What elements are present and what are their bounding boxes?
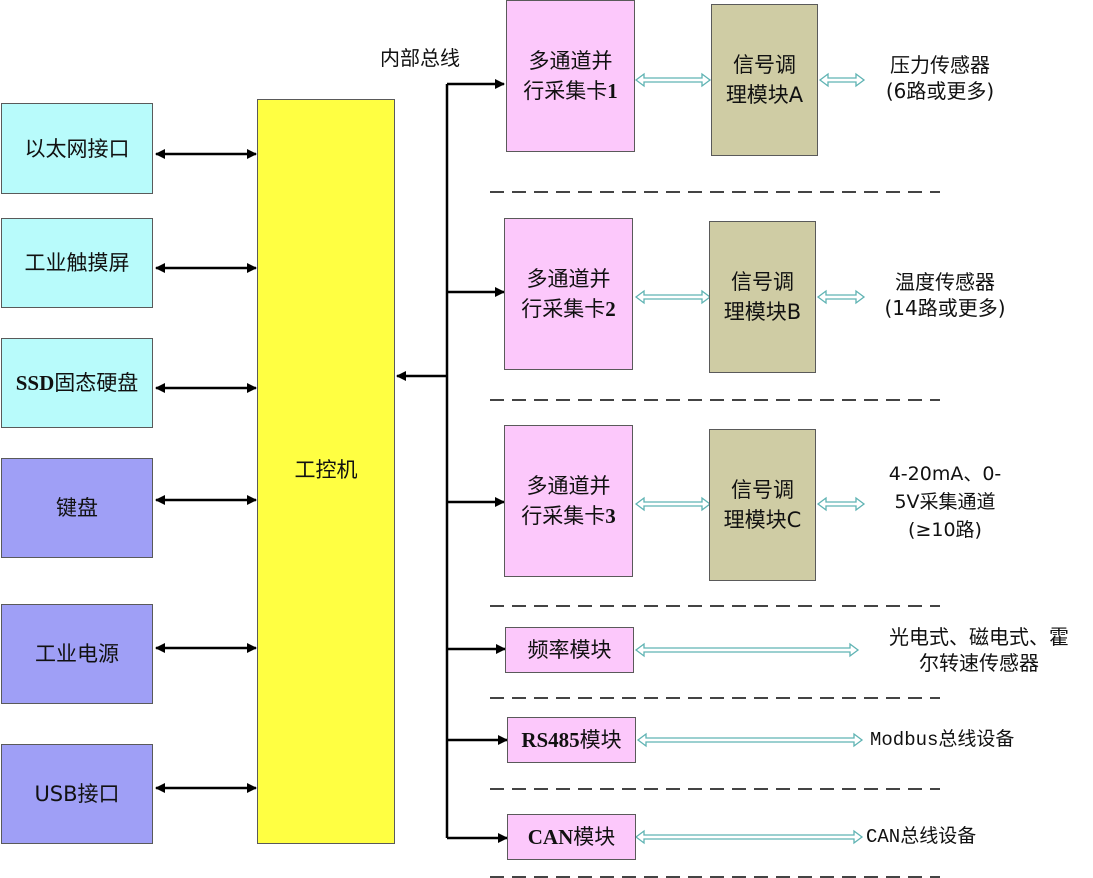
hollow-arrow-card1-module <box>634 72 712 88</box>
signal-module-b-label: 信号调 理模块B <box>723 270 802 324</box>
rs485-module-label: RS485模块 <box>521 728 622 752</box>
hollow-arrow-rs485 <box>636 732 864 748</box>
can-module-label: CAN模块 <box>527 825 616 849</box>
industrial-pc-box: 工控机 <box>257 99 395 844</box>
ssd-box: SSD固态硬盘 <box>1 338 153 428</box>
ssd-label: SSD固态硬盘 <box>15 371 139 395</box>
modbus-device-label: Modbus总线设备 <box>870 729 1015 751</box>
usb-interface-label: USB接口 <box>34 782 120 806</box>
frequency-module-box: 频率模块 <box>505 627 634 673</box>
acq-card-1-label: 多通道并行采集卡1 <box>523 49 618 103</box>
signal-module-a-label: 信号调 理模块A <box>725 53 804 107</box>
dashed-separators <box>490 191 940 878</box>
touchscreen-box: 工业触摸屏 <box>1 218 153 308</box>
internal-bus-label: 内部总线 <box>380 46 460 70</box>
hollow-arrow-card2-module <box>634 289 712 305</box>
pressure-sensor-label: 压力传感器 (6路或更多) <box>885 53 995 103</box>
can-module-box: CAN模块 <box>507 814 636 860</box>
hollow-arrow-moduleA-sensor <box>818 72 866 88</box>
touchscreen-label: 工业触摸屏 <box>24 251 130 275</box>
keyboard-label: 键盘 <box>56 496 98 520</box>
power-supply-label: 工业电源 <box>35 642 119 666</box>
power-supply-box: 工业电源 <box>1 604 153 704</box>
temperature-sensor-label: 温度传感器 (14路或更多) <box>884 270 1006 320</box>
signal-module-c-box: 信号调 理模块C <box>709 429 816 581</box>
hollow-arrow-moduleB-sensor <box>816 289 866 305</box>
ethernet-interface-label: 以太网接口 <box>24 136 130 161</box>
signal-module-a-box: 信号调 理模块A <box>711 4 818 156</box>
rs485-module-box: RS485模块 <box>507 717 636 763</box>
acq-card-3-box: 多通道并行采集卡3 <box>504 425 633 577</box>
internal-bus <box>396 79 508 843</box>
acq-card-2-box: 多通道并行采集卡2 <box>504 218 633 370</box>
speed-sensor-label: 光电式、磁电式、霍 尔转速传感器 <box>889 625 1069 675</box>
hollow-arrow-moduleC-sensor <box>816 496 866 512</box>
hollow-arrow-freq <box>634 642 860 658</box>
industrial-pc-label: 工控机 <box>294 458 358 482</box>
signal-module-c-label: 信号调 理模块C <box>723 478 802 532</box>
keyboard-box: 键盘 <box>1 458 153 558</box>
acq-card-3-label: 多通道并行采集卡3 <box>521 474 616 528</box>
acq-card-2-label: 多通道并行采集卡2 <box>521 267 616 321</box>
usb-interface-box: USB接口 <box>1 744 153 844</box>
ethernet-interface-box: 以太网接口 <box>1 103 153 194</box>
signal-module-b-box: 信号调 理模块B <box>709 221 816 373</box>
hollow-arrow-can <box>634 829 864 845</box>
current-voltage-channel-label: 4-20mA、0- 5V采集通道 (≥10路) <box>888 463 1002 541</box>
hollow-arrow-card3-module <box>634 496 712 512</box>
acq-card-1-box: 多通道并行采集卡1 <box>506 0 635 152</box>
frequency-module-label: 频率模块 <box>527 638 612 662</box>
left-double-arrows <box>155 149 257 793</box>
can-device-label: CAN总线设备 <box>866 826 977 848</box>
